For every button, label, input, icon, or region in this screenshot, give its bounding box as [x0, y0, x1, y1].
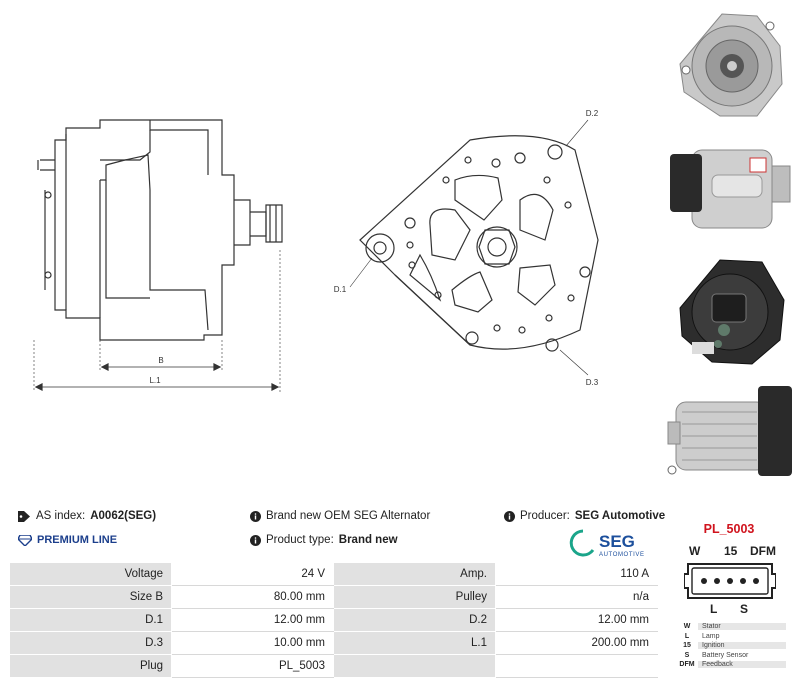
- legend-row: L Lamp: [676, 632, 786, 642]
- alternator-side-view-icon[interactable]: [662, 130, 800, 250]
- spec-label: Plug: [9, 654, 172, 678]
- product-gallery: [662, 0, 800, 500]
- plug-connector-icon: [684, 563, 776, 599]
- legend-value: Battery Sensor: [702, 651, 749, 659]
- alternator-rear-dark-view-icon[interactable]: [662, 252, 800, 372]
- product-type-value: Brand new: [338, 534, 398, 546]
- pin-15-label: 15: [724, 544, 738, 558]
- description-text: Brand new OEM SEG Alternator: [266, 510, 431, 522]
- product-info: AS index: A0062(SEG) PREMIUM LINE Brand …: [14, 506, 665, 558]
- spec-value: 10.00 mm: [171, 631, 334, 655]
- diamond-icon: [18, 534, 32, 546]
- dim-d3-label: D.3: [586, 378, 599, 387]
- spec-label: L.1: [333, 631, 496, 655]
- legend-key: S: [684, 651, 690, 659]
- info-icon: [504, 510, 515, 522]
- dim-b-label: B: [158, 356, 163, 365]
- as-index-label: AS index:: [36, 510, 86, 522]
- description: Brand new OEM SEG Alternator: [250, 510, 430, 522]
- as-index: AS index: A0062(SEG): [18, 510, 156, 522]
- spec-value: n/a: [495, 585, 658, 609]
- pin-s-label: S: [740, 602, 749, 616]
- spec-value: 12.00 mm: [171, 608, 334, 632]
- spec-label: D.3: [9, 631, 172, 655]
- technical-drawing: B L.1 D.1 D.2 D.3: [33, 109, 599, 392]
- spec-label: Size B: [9, 585, 172, 609]
- producer-value: SEG Automotive: [574, 510, 666, 522]
- tag-icon: [18, 510, 30, 522]
- info-icon: [250, 534, 261, 546]
- legend-row: W Stator: [676, 622, 786, 632]
- legend-value: Feedback: [698, 661, 786, 669]
- spec-value: 80.00 mm: [171, 585, 334, 609]
- spec-label: D.2: [333, 608, 496, 632]
- legend-value: Ignition: [698, 642, 786, 650]
- legend-key: W: [683, 623, 691, 631]
- alternator-side-view-2-icon[interactable]: [662, 372, 800, 492]
- dim-d1-label: D.1: [334, 285, 347, 294]
- spec-label: Pulley: [333, 585, 496, 609]
- legend-value: Stator: [698, 623, 786, 631]
- seg-logo: SEG AUTOMOTIVE: [569, 529, 645, 558]
- producer: Producer: SEG Automotive: [504, 510, 665, 522]
- as-index-value[interactable]: A0062(SEG): [90, 510, 157, 522]
- product-type-label: Product type:: [266, 534, 334, 546]
- dim-d2-label: D.2: [586, 109, 599, 118]
- legend-row: 15 Ignition: [676, 641, 786, 651]
- info-icon: [250, 510, 261, 522]
- spec-value: [495, 654, 658, 678]
- legend-key: DFM: [679, 661, 695, 669]
- producer-label: Producer:: [520, 510, 570, 522]
- seg-logo-text: SEG: [599, 532, 635, 551]
- spec-value: 110 A: [495, 562, 658, 586]
- spec-value: 24 V: [171, 562, 334, 586]
- spec-label: [333, 654, 496, 678]
- spec-value: PL_5003: [171, 654, 334, 678]
- spec-label: Amp.: [333, 562, 496, 586]
- spec-value: 200.00 mm: [495, 631, 658, 655]
- pin-l-label: L: [710, 602, 718, 616]
- premium-line: PREMIUM LINE: [18, 534, 117, 546]
- seg-logo-subtext: AUTOMOTIVE: [599, 552, 645, 558]
- alternator-rear-view-icon[interactable]: [662, 4, 800, 124]
- plug-title: PL_5003: [703, 522, 755, 536]
- spec-label: D.1: [9, 608, 172, 632]
- legend-key: 15: [683, 642, 691, 650]
- product-type: Product type: Brand new: [250, 534, 398, 546]
- spec-label: Voltage: [9, 562, 172, 586]
- legend-row: S Battery Sensor: [676, 651, 786, 661]
- legend-value: Lamp: [702, 632, 720, 640]
- spec-value: 12.00 mm: [495, 608, 658, 632]
- pin-dfm-label: DFM: [750, 544, 776, 558]
- dim-l1-label: L.1: [149, 376, 161, 385]
- premium-line-label: PREMIUM LINE: [37, 534, 118, 546]
- pin-w-label: W: [689, 544, 701, 558]
- legend-key: L: [684, 632, 690, 640]
